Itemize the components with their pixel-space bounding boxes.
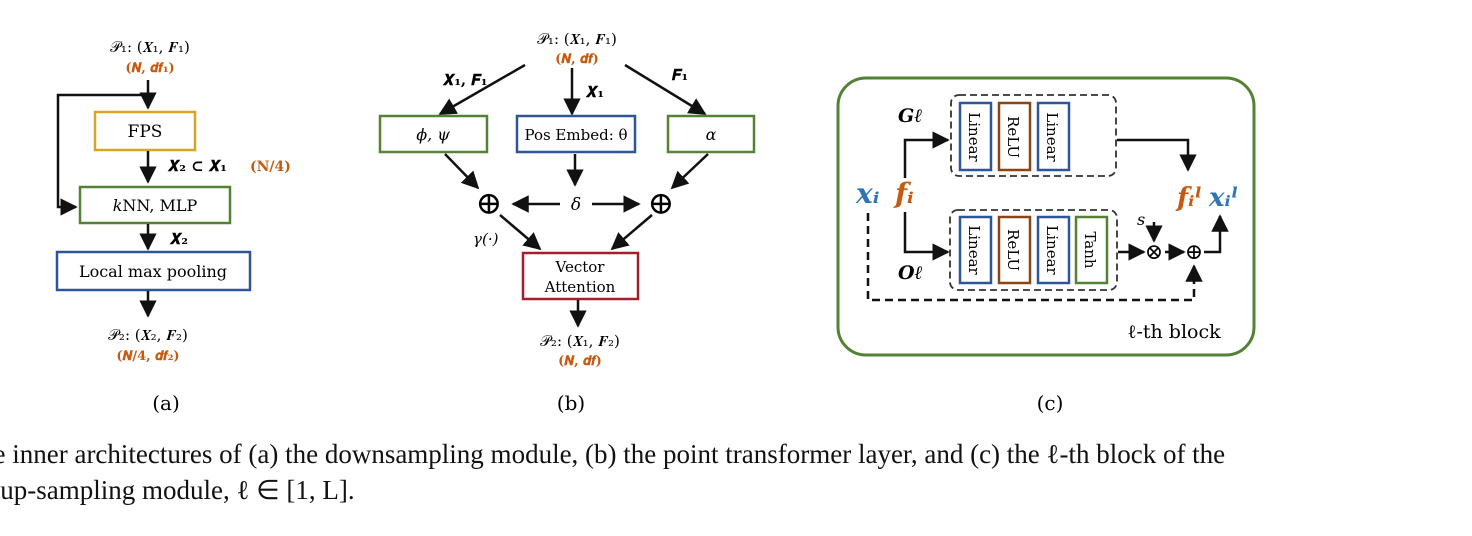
vector-attention-line1: Vector bbox=[555, 258, 606, 276]
fps-label: FPS bbox=[128, 122, 163, 142]
a-input-dims: (𝑵, 𝒅𝒇₁) bbox=[125, 61, 174, 76]
g-label: 𝑮ℓ bbox=[898, 105, 922, 127]
pool-label: Local max pooling bbox=[79, 262, 227, 281]
b-delta: δ bbox=[571, 195, 581, 215]
g-linear-1 bbox=[958, 101, 993, 172]
g-group bbox=[950, 94, 1117, 177]
xi-label: 𝒙ᵢ bbox=[855, 177, 879, 210]
g-linear-2 bbox=[1036, 101, 1071, 172]
alpha-label: α bbox=[706, 125, 717, 144]
caption-line-1: he inner architectures of (a) the downsa… bbox=[0, 439, 1226, 469]
figure-caption: he inner architectures of (a) the downsa… bbox=[0, 436, 1472, 508]
g-linear-1-label: Linear bbox=[965, 112, 983, 162]
vector-attention-line2: Attention bbox=[544, 278, 616, 296]
b-edge-mid: 𝑿₁ bbox=[585, 83, 604, 101]
o-linear-2 bbox=[1036, 215, 1071, 285]
pos-embed-box bbox=[515, 114, 637, 154]
block-label: ℓ-th block bbox=[1127, 321, 1221, 343]
panel-b: 𝒫₁: (𝑿₁, 𝑭₁) (𝑵, 𝒅𝒇) 𝑿₁, 𝑭₁ 𝑿₁ 𝑭₁ ϕ, ψ P… bbox=[378, 30, 756, 415]
o-tanh bbox=[1074, 215, 1109, 285]
b-output-label: 𝒫₂: (𝑿₁, 𝑭₂) bbox=[540, 332, 620, 350]
figure-diagram: 𝒫₁: (𝑿₁, 𝑭₁) (𝑵, 𝒅𝒇₁) FPS 𝑿₂ ⊂ 𝑿₁ (N/4) … bbox=[55, 30, 1256, 415]
g-linear-2-label: Linear bbox=[1043, 112, 1061, 162]
b-edge-left: 𝑿₁, 𝑭₁ bbox=[442, 71, 487, 89]
panel-c: Linear ReLU Linear 𝑮ℓ Linear ReLU Linear… bbox=[836, 76, 1256, 415]
a-subset-dims: (N/4) bbox=[250, 159, 291, 175]
caption-line-2: d up-sampling module, ℓ ∈ [1, L]. bbox=[0, 475, 355, 505]
pos-embed-label: Pos Embed: θ bbox=[524, 126, 627, 144]
b-input-label: 𝒫₁: (𝑿₁, 𝑭₁) bbox=[537, 30, 617, 48]
xil-label: 𝒙ᵢˡ bbox=[1208, 183, 1238, 213]
alpha-box bbox=[666, 114, 756, 154]
c-tag: (c) bbox=[1037, 391, 1064, 415]
fps-box bbox=[93, 110, 197, 152]
o-linear-1-label: Linear bbox=[965, 225, 983, 275]
a-subset-label: 𝑿₂ ⊂ 𝑿₁ bbox=[167, 157, 227, 175]
g-relu-label: ReLU bbox=[1004, 116, 1022, 158]
s-label: 𝑠 bbox=[1137, 210, 1145, 229]
o-linear-2-label: Linear bbox=[1043, 225, 1061, 275]
o-label: 𝑶ℓ bbox=[898, 262, 923, 284]
g-relu bbox=[997, 101, 1032, 172]
a-output-dims: (𝑵/𝟒, 𝒅𝒇₂) bbox=[116, 349, 179, 364]
knn-box bbox=[78, 185, 232, 225]
phi-psi-label: ϕ, ψ bbox=[416, 125, 450, 144]
b-edge-right: 𝑭₁ bbox=[671, 66, 688, 84]
panel-a: 𝒫₁: (𝑿₁, 𝑭₁) (𝑵, 𝒅𝒇₁) FPS 𝑿₂ ⊂ 𝑿₁ (N/4) … bbox=[55, 38, 291, 415]
phi-psi-box bbox=[378, 114, 489, 154]
o-linear-1 bbox=[958, 215, 993, 285]
fi-label: 𝒇ᵢ bbox=[893, 177, 914, 210]
c-otimes: ⊗ bbox=[1145, 240, 1163, 265]
pool-box bbox=[55, 250, 252, 292]
vector-attention-box bbox=[521, 251, 640, 301]
b-tag: (b) bbox=[557, 391, 585, 415]
o-relu-label: ReLU bbox=[1004, 229, 1022, 271]
a-input-label: 𝒫₁: (𝑿₁, 𝑭₁) bbox=[110, 38, 190, 56]
a-tag: (a) bbox=[152, 391, 180, 415]
b-plus-left: ⊕ bbox=[476, 184, 503, 222]
a-output-label: 𝒫₂: (𝑿₂, 𝑭₂) bbox=[108, 326, 188, 344]
knn-label: 𝑘NN, MLP bbox=[113, 196, 198, 215]
a-x2-label: 𝑿₂ bbox=[169, 230, 188, 248]
b-input-dims: (𝑵, 𝒅𝒇) bbox=[555, 52, 599, 67]
o-relu bbox=[997, 215, 1032, 285]
c-oplus: ⊕ bbox=[1185, 240, 1203, 265]
b-output-dims: (𝑵, 𝒅𝒇) bbox=[558, 354, 602, 369]
b-gamma: γ(·) bbox=[473, 230, 499, 248]
o-group bbox=[949, 209, 1118, 291]
fil-label: 𝒇ᵢˡ bbox=[1175, 183, 1202, 213]
o-tanh-label: Tanh bbox=[1081, 231, 1099, 268]
